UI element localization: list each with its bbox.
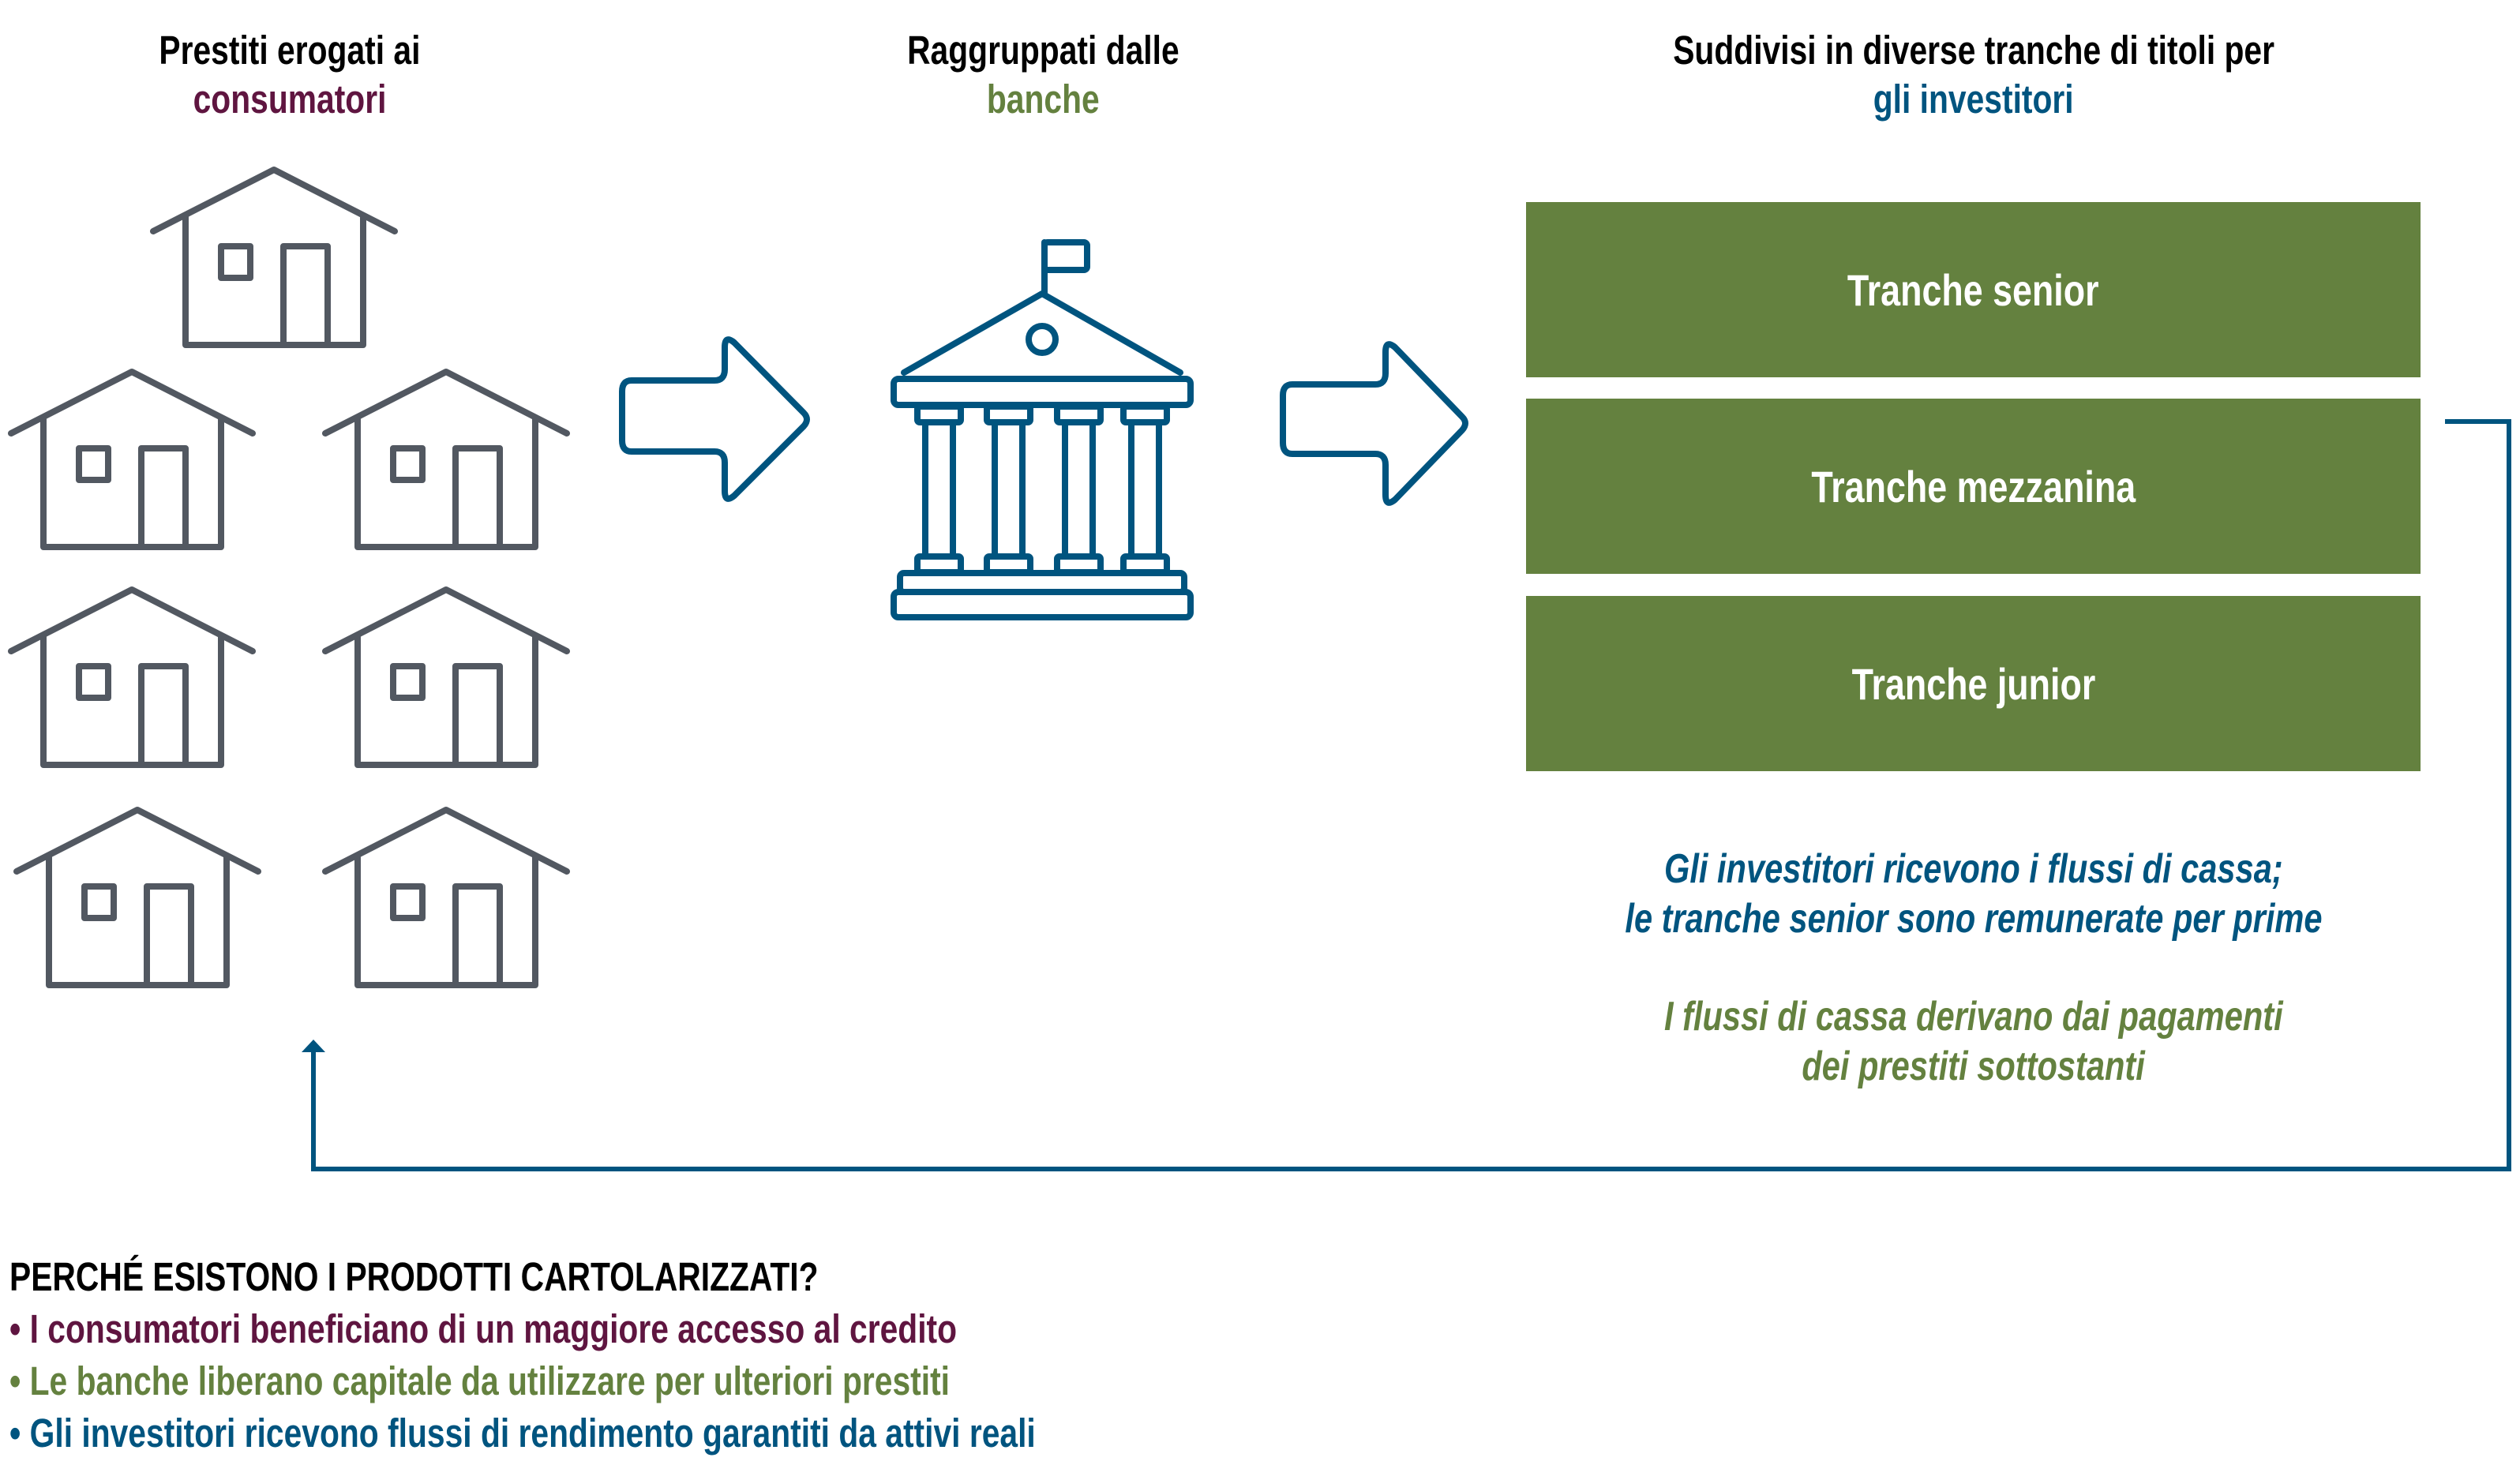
note-line: dei prestiti sottostanti: [1802, 1043, 2146, 1089]
house-icon: [325, 372, 567, 547]
why-bullet-consumers: • I consumatori beneficiano di un maggio…: [9, 1306, 958, 1351]
why-heading: PERCHÉ ESISTONO I PRODOTTI CARTOLARIZZAT…: [9, 1254, 819, 1299]
why-section: PERCHÉ ESISTONO I PRODOTTI CARTOLARIZZAT…: [9, 1251, 1292, 1459]
house-icon: [11, 590, 253, 765]
title-line: Prestiti erogati ai: [159, 28, 421, 73]
arrow-up-icon: [302, 1040, 325, 1052]
column-title-banks: Raggruppati dalle banche: [806, 26, 1280, 124]
tranche-label: Tranche junior: [1851, 658, 2095, 709]
column-title-consumers: Prestiti erogati ai consumatori: [53, 26, 527, 124]
tranche-label: Tranche mezzanina: [1811, 461, 2136, 511]
title-line: Raggruppati dalle: [906, 28, 1179, 73]
title-line: Suddivisi in diverse tranche di titoli p…: [1673, 28, 2274, 73]
house-icon: [325, 590, 567, 765]
arrow-right-icon: [619, 336, 810, 502]
houses-group: [11, 170, 567, 985]
investors-note: Gli investitori ricevono i flussi di cas…: [1524, 845, 2424, 944]
house-icon: [325, 810, 567, 985]
house-icon: [17, 810, 258, 985]
tranche-mezzanine: Tranche mezzanina: [1526, 399, 2421, 574]
tranche-senior: Tranche senior: [1526, 202, 2421, 377]
why-bullet-banks: • Le banche liberano capitale da utilizz…: [9, 1358, 950, 1403]
note-line: I flussi di cassa derivano dai pagamenti: [1664, 994, 2283, 1040]
note-line: le tranche senior sono remunerate per pr…: [1625, 896, 2323, 942]
why-bullet-investors: • Gli investitori ricevono flussi di ren…: [9, 1411, 1036, 1456]
column-title-investors: Suddivisi in diverse tranche di titoli p…: [1539, 26, 2408, 124]
note-line: Gli investitori ricevono i flussi di cas…: [1664, 846, 2283, 892]
house-icon: [11, 372, 253, 547]
tranche-junior: Tranche junior: [1526, 596, 2421, 771]
title-highlight: banche: [986, 77, 1100, 122]
bank-icon: [891, 239, 1194, 620]
arrow-right-icon: [1280, 341, 1468, 506]
tranche-label: Tranche senior: [1847, 264, 2099, 315]
title-highlight: gli investitori: [1873, 77, 2074, 122]
title-highlight: consumatori: [193, 77, 387, 122]
feedback-loop-line: [311, 419, 2511, 1171]
cashflow-note: I flussi di cassa derivano dai pagamenti…: [1524, 992, 2424, 1092]
house-icon: [153, 170, 395, 345]
